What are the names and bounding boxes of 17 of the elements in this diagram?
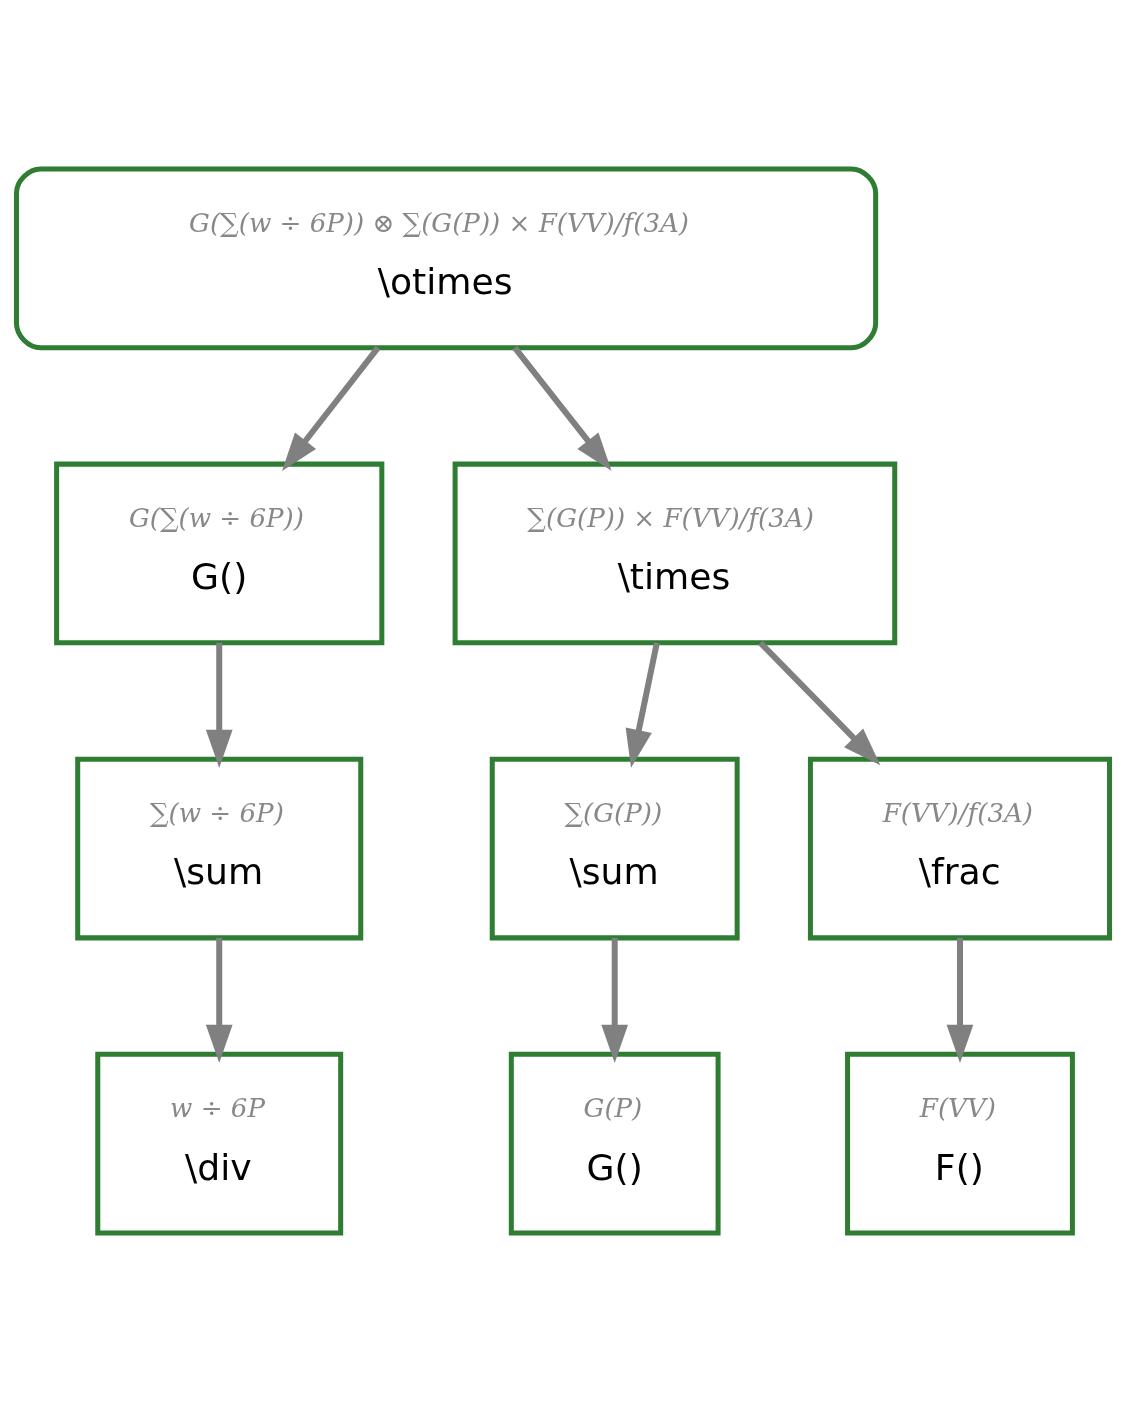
node-box: ∑(w ÷ 6P) \sum: [75, 756, 364, 941]
arrow: [625, 642, 660, 768]
arrow: [601, 937, 629, 1063]
node-box: ∑(G(P)) × F(VV)/f(3A) \times: [452, 461, 898, 646]
node-box: G(∑(w ÷ 6P)) G(): [54, 461, 385, 646]
node-box: G(∑(w ÷ 6P)) ⊗ ∑(G(P)) × F(VV)/f(3A) \otimes: [13, 166, 879, 351]
node-box: G(P) G(): [508, 1051, 721, 1236]
node-box: ∑(G(P)) \sum: [489, 756, 740, 941]
arrow: [282, 345, 381, 471]
arrow: [205, 642, 233, 768]
arrow: [205, 937, 233, 1063]
node-box: F(VV) F(): [845, 1051, 1075, 1236]
node-box: F(VV)/f(3A) \frac: [807, 756, 1113, 941]
arrow: [946, 937, 974, 1063]
arrow: [758, 640, 881, 766]
arrow: [512, 345, 612, 471]
node-box: w ÷ 6P \div: [95, 1051, 344, 1236]
